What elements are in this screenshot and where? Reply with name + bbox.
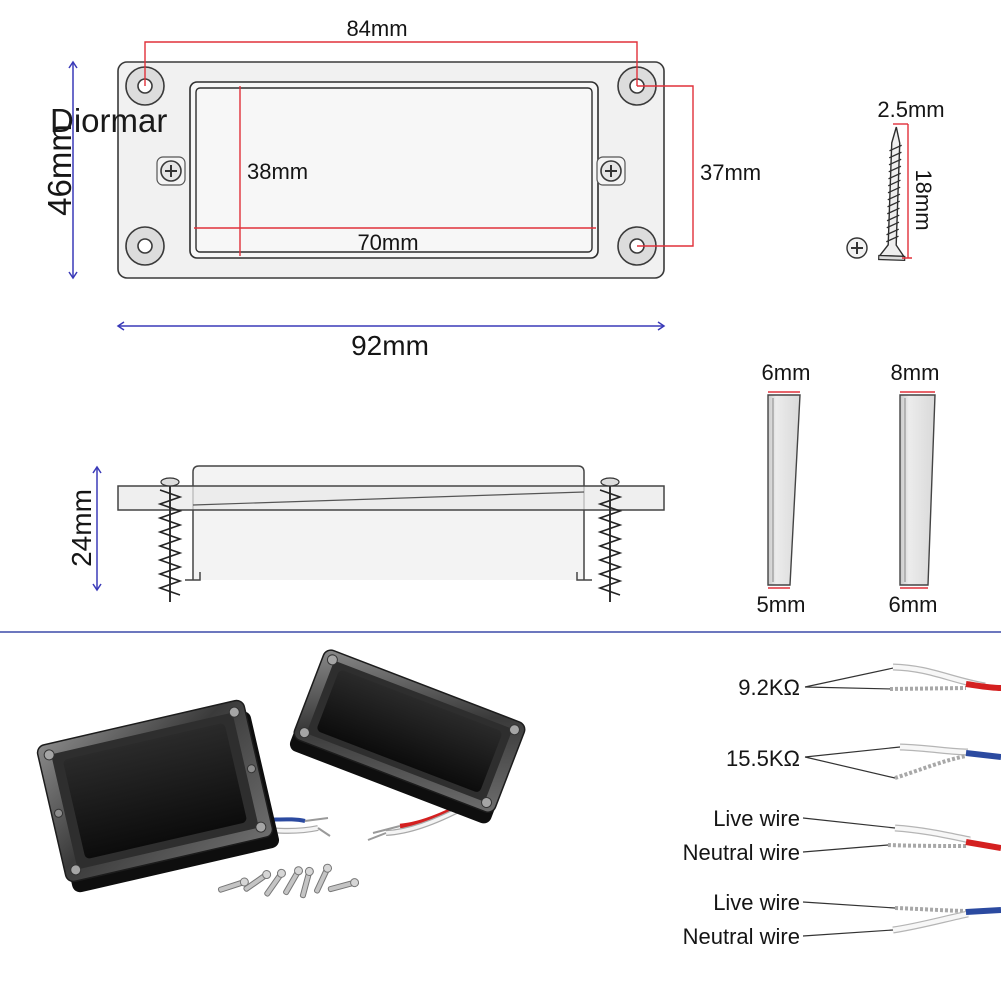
mounting-screw: 2.5mm 18mm — [846, 97, 945, 262]
dimension-line-92mm — [116, 321, 666, 331]
right-humbucker-pickup — [289, 649, 526, 824]
side-view: 24mm — [66, 465, 665, 602]
wedge-spacer-2: 8mm 6mm — [889, 360, 940, 617]
left-pickup-screw — [228, 706, 240, 718]
product-photo — [36, 649, 526, 899]
dimension-line-37mm — [637, 85, 694, 247]
left-pickup-cover — [63, 723, 247, 859]
left-pickup-height-screw — [54, 808, 64, 818]
right-pickup-screw — [481, 797, 493, 809]
label-38mm: 38mm — [247, 159, 308, 184]
wire-pair-15.5k — [804, 743, 1001, 780]
right-pickup-stripped-ends — [367, 825, 401, 841]
wire-pair-9.2k — [804, 663, 1001, 691]
label-70mm: 70mm — [357, 230, 418, 255]
left-humbucker-pickup — [36, 699, 280, 893]
dimension-line-24mm — [92, 465, 102, 592]
spring-left — [157, 477, 183, 602]
neutral-wire-label-2: Neutral wire — [683, 924, 800, 949]
loose-screws — [217, 863, 360, 899]
right-pickup-screw — [298, 727, 310, 739]
left-pickup-screw — [70, 864, 82, 876]
screw-head-cross-icon — [846, 237, 868, 259]
label-84mm: 84mm — [346, 16, 407, 41]
left-pickup-height-screw — [246, 764, 256, 774]
wedge-2-top-label: 8mm — [891, 360, 940, 385]
height-screw-left-icon — [156, 156, 186, 186]
left-pickup-screw — [255, 821, 267, 833]
resistance-label-2: 15.5KΩ — [726, 746, 800, 771]
top-view: 84mm 38mm 70mm 37mm 92mm 46mm — [41, 16, 761, 361]
right-pickup-cover — [317, 670, 502, 792]
side-cover — [192, 465, 585, 580]
wedge-1-top-label: 6mm — [762, 360, 811, 385]
side-cover-feet — [185, 572, 592, 581]
label-24mm: 24mm — [66, 489, 97, 567]
screw-thread — [886, 144, 902, 243]
wire-pair-live-neutral-1 — [802, 817, 1001, 853]
right-pickup-screw — [508, 724, 520, 736]
resistance-label-1: 9.2KΩ — [738, 675, 800, 700]
brand-logo-text: Diormar — [50, 102, 167, 139]
screw-body — [878, 126, 906, 258]
label-92mm: 92mm — [351, 330, 429, 361]
wiring-legend: 9.2KΩ 15.5KΩ Live wire Neutral wire Live… — [683, 663, 1001, 949]
label-37mm: 37mm — [700, 160, 761, 185]
right-pickup-screw — [326, 654, 338, 666]
screw-head — [878, 254, 906, 262]
neutral-wire-label-1: Neutral wire — [683, 840, 800, 865]
dimension-line-18mm — [902, 124, 912, 259]
mounting-hole-bottom-left — [125, 226, 165, 266]
wedge-spacer-1: 6mm 5mm — [757, 360, 811, 617]
dimension-line-84mm — [144, 41, 638, 86]
live-wire-label-1: Live wire — [713, 806, 800, 831]
label-46mm: 46mm — [41, 124, 78, 216]
side-plate-slant-line — [192, 491, 585, 506]
left-pickup-stripped-ends — [304, 817, 331, 837]
spring-right — [597, 477, 623, 602]
label-2.5mm: 2.5mm — [877, 97, 944, 122]
left-pickup-screw — [43, 749, 55, 761]
dimension-line-46mm — [68, 60, 78, 280]
wedge-2-bottom-label: 6mm — [889, 592, 938, 617]
ring-window-inner — [195, 87, 593, 253]
height-screw-right-icon — [596, 156, 626, 186]
label-18mm: 18mm — [911, 169, 936, 230]
wire-pair-live-neutral-2 — [802, 901, 1001, 937]
live-wire-label-2: Live wire — [713, 890, 800, 915]
wedge-1-bottom-label: 5mm — [757, 592, 806, 617]
